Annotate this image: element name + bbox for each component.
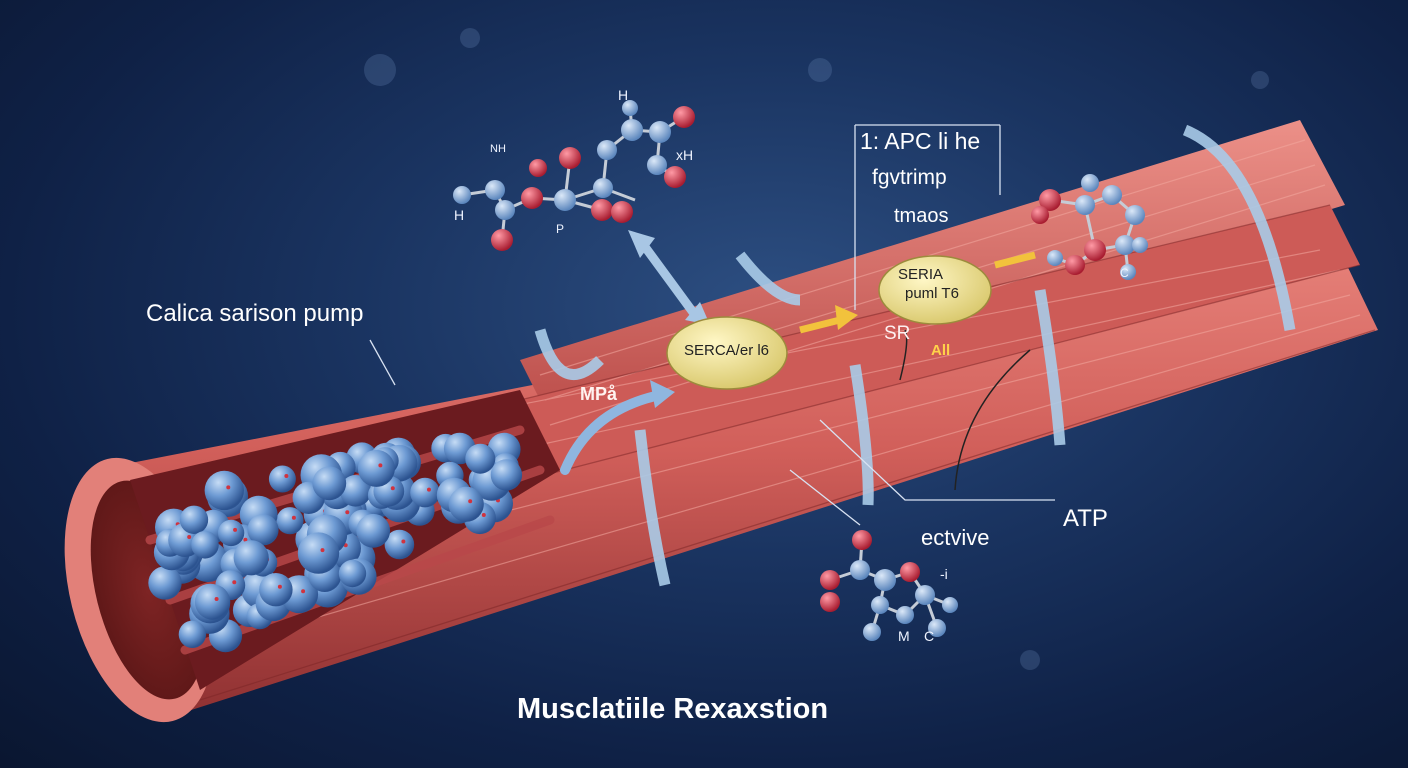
membrane-bands	[534, 124, 1296, 587]
vesicle-cluster	[148, 432, 523, 653]
vesicle	[339, 475, 372, 507]
calcium-ion	[232, 580, 237, 585]
callout-box-line-3: tmaos	[894, 205, 949, 227]
vesicle	[490, 459, 523, 491]
molecule-right	[1031, 174, 1148, 280]
callout-lines	[369, 124, 1055, 526]
callout-atp: ATP	[1063, 505, 1108, 532]
atom-label-h-top: H	[618, 87, 629, 103]
calcium-ion	[401, 539, 406, 544]
vesicle	[179, 505, 209, 534]
calcium-ion	[468, 499, 473, 504]
serca-pump-right	[878, 255, 992, 325]
molecule-bottom	[820, 530, 958, 641]
callout-calcium-pump: Calica sarison pump	[146, 300, 364, 327]
vesicle	[194, 584, 231, 620]
calcium-ion	[345, 510, 350, 515]
vesicle	[297, 532, 340, 574]
vesicle	[448, 486, 484, 522]
vesicle	[247, 514, 279, 546]
pump-left-label: SERCA/er l6	[684, 342, 770, 359]
label-mpa: MPå	[580, 384, 618, 404]
calcium-ion	[214, 597, 219, 601]
calcium-ion	[243, 537, 248, 542]
vesicle	[276, 507, 304, 535]
calcium-ion	[226, 485, 231, 490]
vesicle	[357, 449, 395, 487]
pump-right-label-2: puml T6	[905, 285, 959, 302]
vesicle	[178, 620, 207, 648]
label-sr: SR	[884, 323, 911, 344]
atom-label-p: P	[556, 222, 565, 236]
pump-right-label-1: SERIA	[898, 266, 944, 283]
vesicle	[465, 443, 496, 474]
molecule-top	[453, 100, 695, 251]
calcium-ion	[233, 527, 238, 532]
atom-label-xh: xH	[676, 147, 694, 163]
callout-box-line-1: 1: APC li he	[860, 128, 981, 154]
vesicle	[148, 566, 182, 600]
vesicle	[191, 531, 219, 559]
muscle-fiber	[64, 120, 1378, 723]
calcium-ion	[291, 515, 296, 520]
calcium-ion	[390, 486, 395, 491]
vesicle	[356, 513, 391, 548]
vesicle	[217, 519, 245, 547]
vesicle	[410, 477, 440, 508]
label-all: All	[931, 342, 951, 359]
calcium-ion	[320, 548, 325, 553]
calcium-ion	[427, 487, 431, 492]
vesicle	[338, 559, 367, 588]
calcium-ion	[284, 474, 289, 478]
calcium-ion	[277, 584, 282, 589]
atom-label-nh: NH	[490, 143, 506, 155]
atom-label-c-bottom: C	[924, 628, 935, 644]
vesicle	[384, 529, 415, 560]
vesicle	[312, 466, 347, 501]
calcium-ion	[187, 535, 192, 539]
calcium-ion	[301, 589, 306, 594]
calcium-ion	[378, 463, 383, 468]
atom-label-m: M	[898, 628, 910, 644]
atom-label-c-right: C	[1120, 266, 1129, 280]
vesicle	[233, 540, 269, 576]
serca-pump-left	[666, 316, 788, 390]
vesicle	[259, 573, 293, 607]
atom-label-i: -i	[940, 566, 948, 582]
calcium-ion	[481, 513, 486, 517]
callout-ectivive: ectvive	[921, 525, 990, 550]
vesicle	[204, 470, 244, 511]
diagram-title: Musclatiile Rexaxstion	[517, 693, 829, 725]
callout-box-line-2: fgvtrimp	[872, 166, 947, 189]
atom-label-h-left: H	[454, 207, 465, 223]
vesicle	[268, 465, 296, 493]
